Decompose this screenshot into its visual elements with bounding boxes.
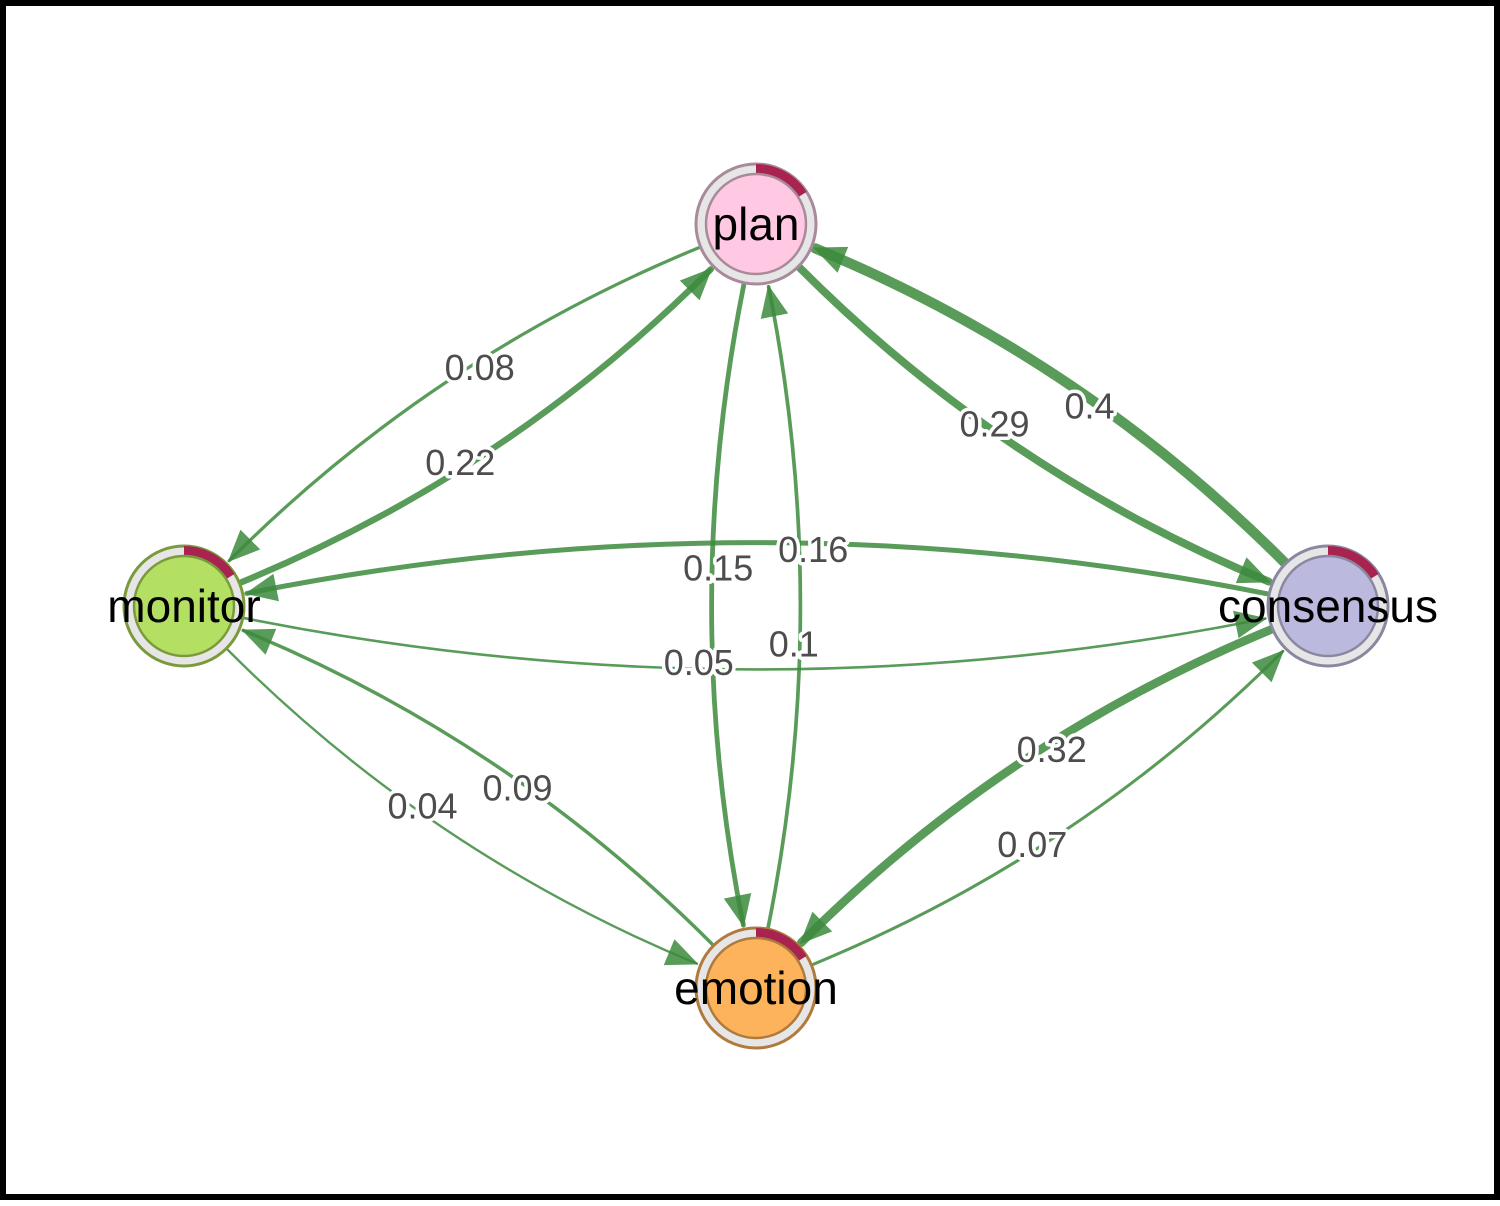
- node-plan: plan: [694, 162, 818, 286]
- edge-label-halo-emotion-to-consensus: 0.07: [997, 824, 1067, 865]
- edge-monitor-to-emotion: [226, 648, 699, 966]
- edge-label-halo-plan-to-consensus: 0.29: [959, 404, 1029, 445]
- edge-label-halo-emotion-to-monitor: 0.09: [482, 767, 552, 808]
- edge-label-halo-consensus-to-plan: 0.4: [1064, 385, 1114, 426]
- nodes-layer: plan monitor consensus emotion: [107, 162, 1438, 1050]
- edge-labels-layer: 0.220.220.080.080.40.40.290.290.160.160.…: [384, 344, 1118, 869]
- edge-label-emotion-to-consensus: 0.07: [997, 824, 1067, 865]
- node-consensus-pie: [1327, 546, 1379, 580]
- edge-label-halo-monitor-to-plan: 0.22: [425, 442, 495, 483]
- node-monitor-pie: [183, 546, 235, 580]
- edge-consensus-to-emotion: [796, 625, 1275, 947]
- edge-label-monitor-to-consensus: 0.05: [664, 642, 734, 683]
- node-monitor-label: monitor: [107, 580, 260, 632]
- edge-label-halo-monitor-to-emotion: 0.04: [387, 786, 457, 827]
- edge-label-halo-plan-to-emotion: 0.15: [683, 547, 753, 588]
- node-plan-disk: [704, 172, 808, 276]
- edge-label-monitor-to-emotion: 0.04: [387, 786, 457, 827]
- edge-label-emotion-to-plan: 0.1: [769, 624, 819, 665]
- edge-label-monitor-to-plan: 0.22: [425, 442, 495, 483]
- edge-label-plan-to-emotion: 0.15: [683, 547, 753, 588]
- edge-label-plan-to-consensus: 0.29: [959, 404, 1029, 445]
- edges-layer: [226, 243, 1290, 966]
- node-plan-label: plan: [713, 198, 800, 250]
- edge-consensus-to-plan: [810, 243, 1290, 568]
- edge-plan-to-monitor: [227, 246, 701, 563]
- edge-label-halo-monitor-to-consensus: 0.05: [664, 642, 734, 683]
- node-consensus-label: consensus: [1218, 580, 1438, 632]
- edge-label-halo-emotion-to-plan: 0.1: [769, 624, 819, 665]
- node-emotion-disk: [704, 936, 808, 1040]
- node-consensus: consensus: [1218, 544, 1438, 668]
- node-monitor: monitor: [107, 544, 261, 668]
- edge-emotion-to-plan: [760, 284, 803, 930]
- edge-plan-to-emotion: [709, 282, 752, 928]
- edge-label-halo-consensus-to-emotion: 0.32: [1017, 729, 1087, 770]
- edge-monitor-to-consensus: [243, 610, 1268, 671]
- edge-label-halo-consensus-to-monitor: 0.16: [778, 529, 848, 570]
- edge-label-emotion-to-monitor: 0.09: [482, 767, 552, 808]
- edge-consensus-to-monitor: [244, 540, 1270, 602]
- node-emotion-label: emotion: [674, 962, 838, 1014]
- edge-label-halo-plan-to-monitor: 0.08: [445, 347, 515, 388]
- node-monitor-disk: [132, 554, 236, 658]
- edge-label-consensus-to-monitor: 0.16: [778, 529, 848, 570]
- edge-plan-to-consensus: [795, 263, 1273, 586]
- node-emotion: emotion: [674, 926, 838, 1050]
- edge-emotion-to-monitor: [241, 628, 714, 946]
- edge-monitor-to-plan: [238, 266, 714, 586]
- node-plan-pie: [755, 164, 807, 198]
- edge-label-plan-to-monitor: 0.08: [445, 347, 515, 388]
- node-emotion-pie: [755, 928, 807, 962]
- edge-emotion-to-consensus: [811, 649, 1285, 966]
- edge-label-consensus-to-plan: 0.4: [1064, 385, 1114, 426]
- node-consensus-disk: [1276, 554, 1380, 658]
- edge-label-consensus-to-emotion: 0.32: [1017, 729, 1087, 770]
